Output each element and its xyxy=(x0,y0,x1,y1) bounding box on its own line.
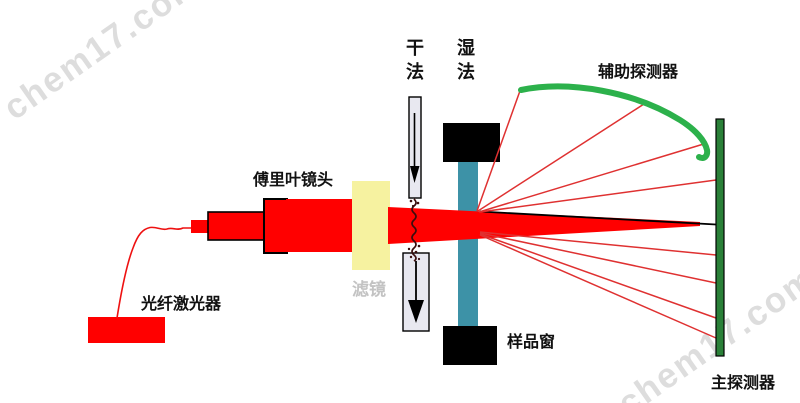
label-sample-window: 样品窗 xyxy=(507,334,556,351)
scatter-line xyxy=(479,232,717,284)
scatter-line xyxy=(477,103,645,212)
scatter-line xyxy=(476,87,522,212)
scatter-line xyxy=(479,234,717,339)
label-fourier-lens: 傅里叶镜头 xyxy=(253,172,334,189)
down-arrow-icon xyxy=(408,300,424,323)
scatter-line xyxy=(479,233,717,319)
laser-head-tip xyxy=(191,220,208,233)
fiber-cable xyxy=(116,226,192,319)
particle-stream-squiggle xyxy=(411,198,417,262)
particle-dots xyxy=(407,199,421,261)
sample-cell-bottom-block xyxy=(443,326,497,365)
aux-detector-arc xyxy=(518,83,711,161)
label-auxiliary-detector: 辅助探测器 xyxy=(598,64,679,81)
sample-cell-window xyxy=(458,160,478,328)
laser-head-flange xyxy=(263,198,288,254)
label-fiber-laser: 光纤激光器 xyxy=(141,296,222,313)
scatter-line xyxy=(479,231,717,256)
beam-axis-line xyxy=(479,210,717,226)
label-filter: 滤镜 xyxy=(352,280,386,299)
scatter-line xyxy=(479,179,717,213)
label-wet-method: 湿法 xyxy=(457,38,475,82)
label-main-detector: 主探测器 xyxy=(711,375,776,392)
fiber-laser-box xyxy=(88,317,165,343)
sample-cell-top-block xyxy=(443,123,500,162)
laser-head-barrel xyxy=(207,211,266,241)
scatter-rays xyxy=(476,87,717,339)
scatter-line xyxy=(478,142,708,213)
main-detector-bar xyxy=(715,118,725,357)
laser-beam-cone xyxy=(388,207,700,244)
label-dry-method: 干法 xyxy=(406,38,424,82)
down-arrow-icon xyxy=(410,166,420,183)
filter-glass xyxy=(352,181,390,270)
